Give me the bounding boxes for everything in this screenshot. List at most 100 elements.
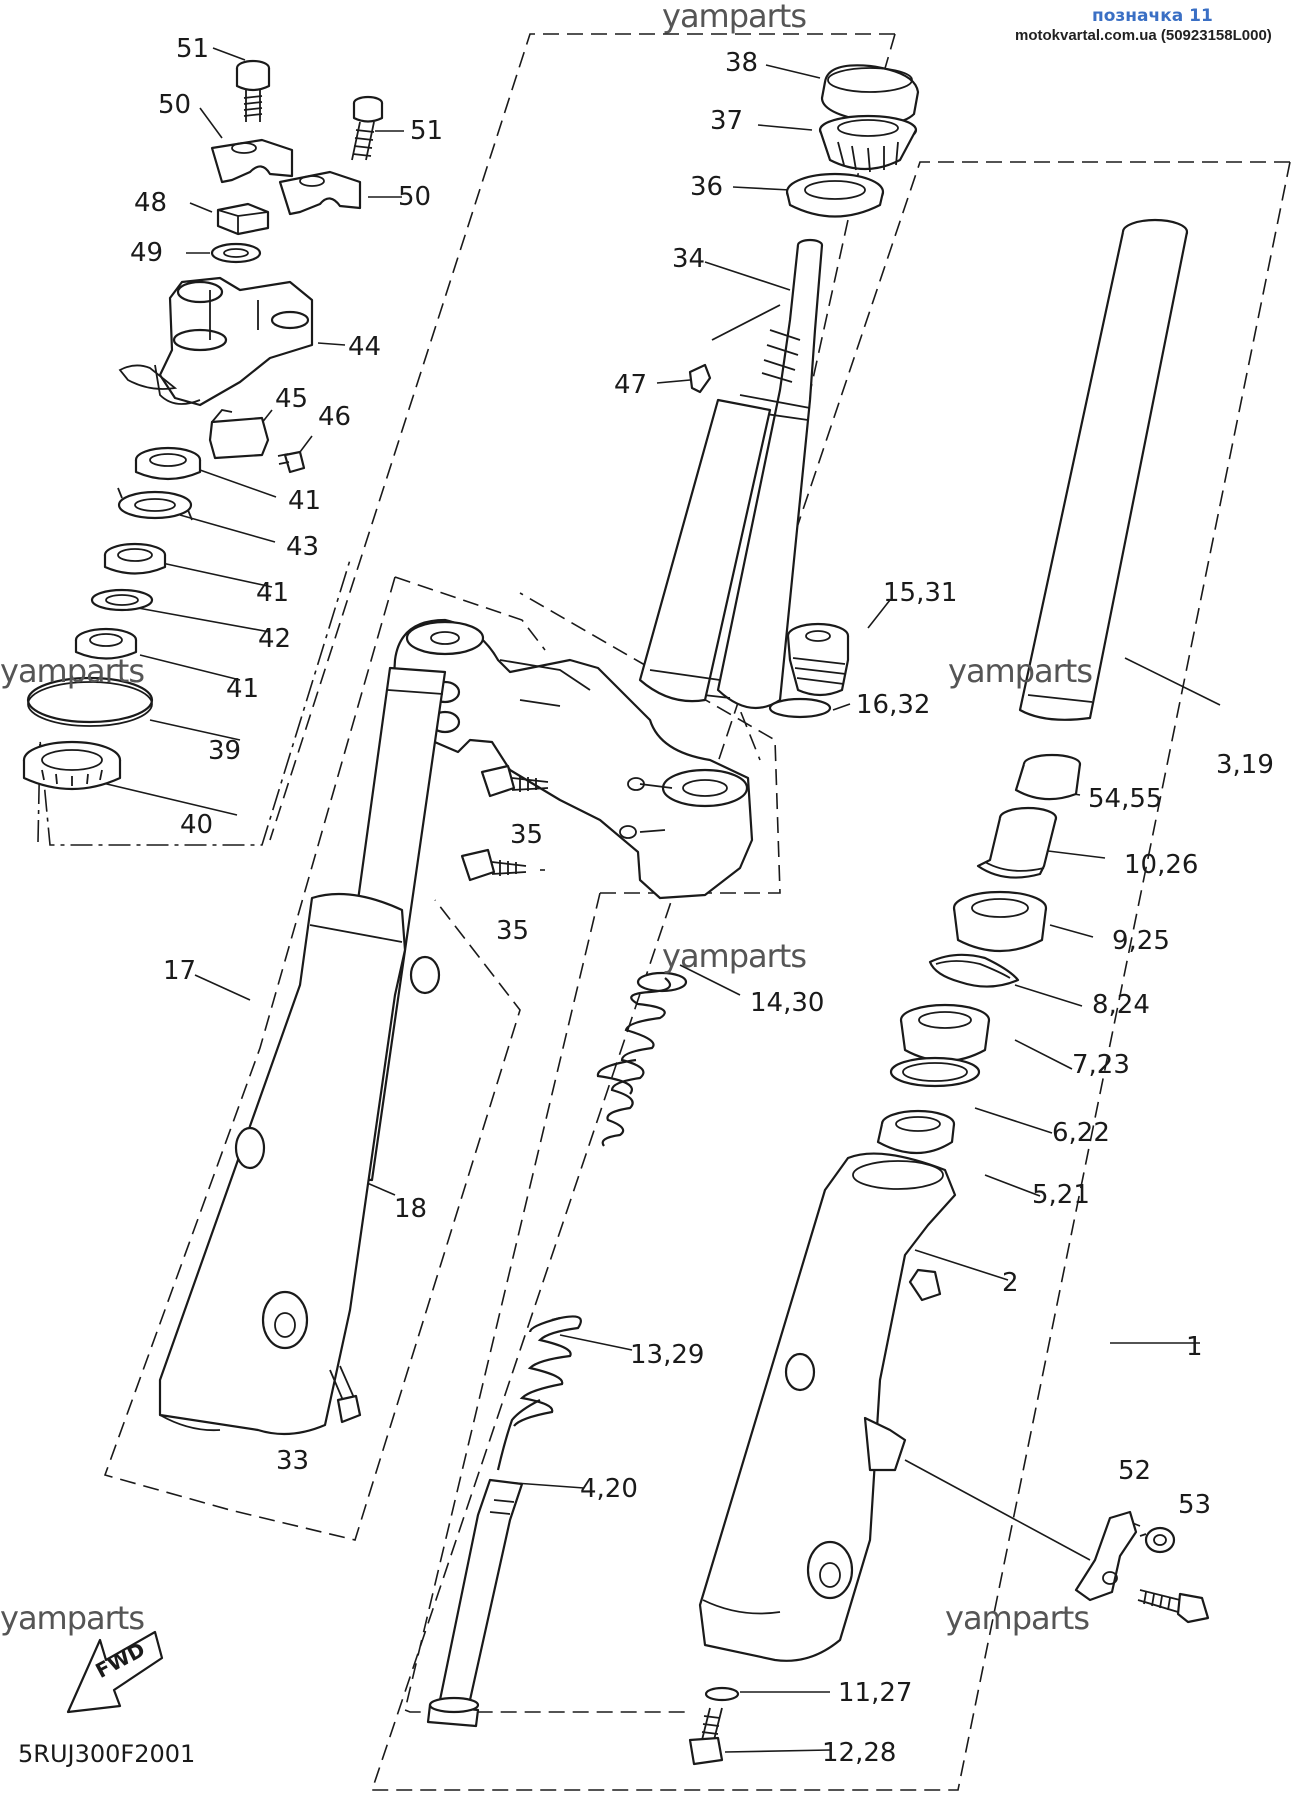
washer-6-22 bbox=[889, 1056, 981, 1088]
cap-bolt-15-31 bbox=[786, 622, 850, 697]
part-label-10-26: 10,26 bbox=[1124, 850, 1199, 880]
bolt-46 bbox=[277, 450, 306, 474]
part-label-6-22: 6,22 bbox=[1052, 1118, 1110, 1148]
left-fork-group-boundary bbox=[370, 161, 1291, 1791]
nut-48 bbox=[216, 202, 270, 236]
washer-11-27 bbox=[704, 1686, 740, 1702]
handlebar-holder-50-left bbox=[210, 138, 294, 184]
bracket-52 bbox=[904, 1459, 1138, 1602]
part-label-1: 1 bbox=[1186, 1332, 1203, 1362]
part-label-44: 44 bbox=[348, 332, 382, 362]
fwd-arrow-icon bbox=[66, 1630, 164, 1714]
part-label-45: 45 bbox=[275, 384, 309, 414]
watermark-bottom-left: yamparts bbox=[0, 1599, 145, 1637]
bracket-45 bbox=[208, 409, 270, 460]
part-label-35: 35 bbox=[496, 916, 530, 946]
spring-13-29 bbox=[513, 1315, 582, 1427]
part-label-49: 49 bbox=[130, 238, 164, 268]
part-label-13-29: 13,29 bbox=[630, 1340, 705, 1370]
seal-9-25 bbox=[952, 890, 1048, 953]
spring-upper bbox=[596, 977, 672, 1147]
o-ring-16-32 bbox=[768, 697, 832, 719]
bolt-51-second bbox=[351, 95, 384, 161]
part-label-41: 41 bbox=[288, 486, 322, 516]
bushing-10-26 bbox=[976, 806, 1058, 879]
under-bracket bbox=[390, 618, 754, 900]
lock-washer-43 bbox=[117, 487, 193, 521]
diagram-code: 5RUJ300F2001 bbox=[18, 1740, 196, 1768]
page-title: позначка 11 bbox=[1092, 6, 1213, 26]
part-label-41: 41 bbox=[256, 578, 290, 608]
stem-upper-tube bbox=[638, 398, 772, 703]
ring-nut-41-bottom bbox=[74, 627, 138, 660]
clip-8-24 bbox=[928, 953, 1020, 988]
washer-49 bbox=[210, 242, 262, 264]
part-label-51: 51 bbox=[410, 116, 444, 146]
watermark-left: yamparts bbox=[0, 652, 145, 690]
bolt-12-28 bbox=[688, 1707, 724, 1766]
spring-14-30 bbox=[636, 971, 688, 993]
part-label-18: 18 bbox=[394, 1194, 428, 1224]
part-label-39: 39 bbox=[208, 736, 242, 766]
part-label-50: 50 bbox=[398, 182, 432, 212]
handlebar-holder-50-right bbox=[278, 170, 362, 216]
source-caption: motokvartal.com.ua (50923158L000) bbox=[1015, 27, 1272, 44]
part-label-54-55: 54,55 bbox=[1088, 784, 1163, 814]
part-label-46: 46 bbox=[318, 402, 352, 432]
outer-tube-2 bbox=[698, 1152, 957, 1662]
cover-39 bbox=[26, 676, 154, 727]
nut-53 bbox=[1139, 1526, 1176, 1554]
race-36 bbox=[785, 172, 885, 218]
guide-5-21 bbox=[876, 1109, 956, 1155]
seal-38 bbox=[820, 64, 920, 125]
bearing-37 bbox=[818, 114, 918, 173]
part-label-17: 17 bbox=[163, 956, 197, 986]
seal-7-23 bbox=[899, 1003, 991, 1063]
bearing-40 bbox=[22, 740, 122, 791]
part-label-3-19: 3,19 bbox=[1216, 750, 1274, 780]
part-label-11-27: 11,27 bbox=[838, 1678, 913, 1708]
key-47 bbox=[688, 304, 781, 394]
outer-tube-18 bbox=[158, 892, 441, 1436]
part-label-15-31: 15,31 bbox=[883, 578, 958, 608]
part-label-5-21: 5,21 bbox=[1032, 1180, 1090, 1210]
part-label-14-30: 14,30 bbox=[750, 988, 825, 1018]
watermark-bottom-right: yamparts bbox=[945, 1599, 1090, 1637]
part-label-52: 52 bbox=[1118, 1456, 1152, 1486]
bolt-33 bbox=[329, 1365, 362, 1424]
part-label-50: 50 bbox=[158, 90, 192, 120]
part-label-51: 51 bbox=[176, 34, 210, 64]
part-label-48: 48 bbox=[134, 188, 168, 218]
washer-42 bbox=[90, 588, 154, 612]
watermark-top: yamparts bbox=[662, 0, 807, 35]
part-label-7-23: 7,23 bbox=[1072, 1050, 1130, 1080]
part-label-40: 40 bbox=[180, 810, 214, 840]
bolt-35-b bbox=[460, 848, 527, 882]
part-label-12-28: 12,28 bbox=[822, 1738, 897, 1768]
part-label-38: 38 bbox=[725, 48, 759, 78]
part-label-2: 2 bbox=[1002, 1268, 1019, 1298]
part-label-36: 36 bbox=[690, 172, 724, 202]
part-label-53: 53 bbox=[1178, 1490, 1212, 1520]
part-label-33: 33 bbox=[276, 1446, 310, 1476]
ring-nut-41-mid bbox=[103, 542, 167, 575]
bolt-53-lower bbox=[1137, 1589, 1210, 1624]
part-label-37: 37 bbox=[710, 106, 744, 136]
part-label-16-32: 16,32 bbox=[856, 690, 931, 720]
damper-rod-4-20 bbox=[426, 1399, 541, 1728]
inner-tube-3-19 bbox=[1018, 218, 1189, 721]
part-label-42: 42 bbox=[258, 624, 292, 654]
watermark-right-mid: yamparts bbox=[948, 652, 1093, 690]
part-label-43: 43 bbox=[286, 532, 320, 562]
bushing-54-55 bbox=[1014, 753, 1082, 801]
part-label-47: 47 bbox=[614, 370, 648, 400]
bolt-51-top bbox=[235, 59, 271, 122]
part-label-9-25: 9,25 bbox=[1112, 926, 1170, 956]
part-label-4-20: 4,20 bbox=[580, 1474, 638, 1504]
upper-bracket-44 bbox=[118, 276, 314, 407]
bolt-35-a bbox=[480, 764, 549, 798]
watermark-center: yamparts bbox=[662, 937, 807, 975]
part-label-34: 34 bbox=[672, 244, 706, 274]
part-label-41: 41 bbox=[226, 674, 260, 704]
